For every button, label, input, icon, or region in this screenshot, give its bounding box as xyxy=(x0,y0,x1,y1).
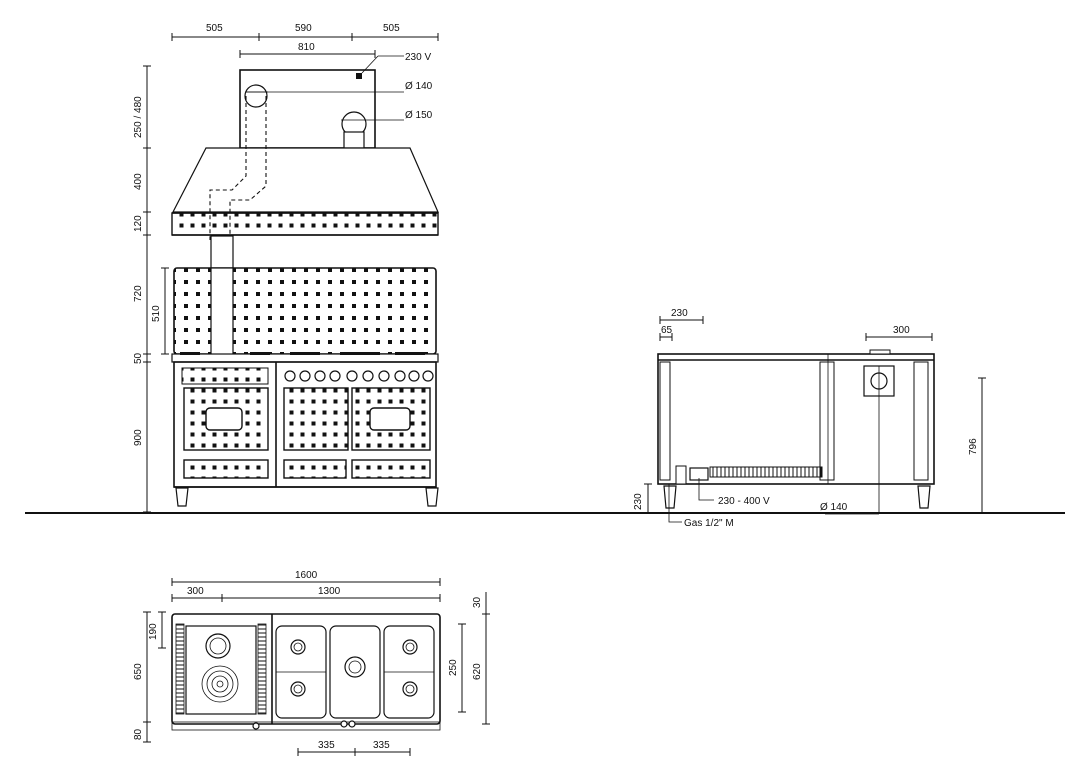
dim-label: 720 xyxy=(133,285,144,302)
stove-drawer xyxy=(183,459,269,479)
dim-plan-bottom: 335 335 xyxy=(297,740,411,756)
dim-label: 230 xyxy=(671,308,688,319)
plan-outline xyxy=(171,613,441,725)
foot-left xyxy=(175,487,189,507)
diameter-140-label: Ø 140 xyxy=(405,81,433,92)
gas-label: Gas 1/2" M xyxy=(684,518,734,529)
dim-plan-left: 190 650 80 xyxy=(133,611,166,743)
dim-label: 810 xyxy=(298,42,315,53)
duct-circle-140 xyxy=(244,84,268,108)
knob-row xyxy=(284,370,434,382)
dim-label: 650 xyxy=(133,663,144,680)
drawer-left xyxy=(283,459,347,479)
side-power-label: 230 - 400 V xyxy=(718,496,770,507)
burner-icon xyxy=(290,639,306,655)
flue-path xyxy=(209,96,247,240)
dim-label: 400 xyxy=(133,173,144,190)
vent-grille xyxy=(709,466,823,478)
burner-icon xyxy=(290,681,306,697)
plan-view: 1600 300 1300 xyxy=(133,570,490,756)
dim-label: 250 / 480 xyxy=(133,96,144,138)
dim-label: 30 xyxy=(472,596,483,608)
dim-plan-right: 30 620 250 xyxy=(448,592,490,725)
dim-hood-width: 810 xyxy=(239,42,376,58)
dim-label: 505 xyxy=(206,23,223,34)
dim-label: 65 xyxy=(661,325,673,336)
dim-label: 300 xyxy=(187,586,204,597)
power-label: 230 V xyxy=(405,52,431,63)
cooktop-rail xyxy=(171,353,439,363)
diameter-150-label: Ø 150 xyxy=(405,110,433,121)
power-socket-icon xyxy=(356,73,362,79)
dim-label: 250 xyxy=(448,659,459,676)
dim-side-top: 230 65 300 xyxy=(659,308,933,341)
drawer-right xyxy=(351,459,431,479)
hot-plate-rings-icon xyxy=(201,665,239,703)
dim-label: 230 xyxy=(633,493,644,510)
dim-label: 190 xyxy=(148,623,159,640)
dim-label: 505 xyxy=(383,23,400,34)
dim-label: 510 xyxy=(151,305,162,322)
dim-label: 300 xyxy=(893,325,910,336)
dim-label: 620 xyxy=(472,663,483,680)
side-elevation: 230 65 300 230 - 400 V xyxy=(633,308,986,529)
dim-top-widths: 505 590 505 xyxy=(171,23,439,41)
foot-right xyxy=(425,487,439,507)
stove-top-tile xyxy=(181,367,269,385)
dim-label: 900 xyxy=(133,429,144,446)
stove-lid-icon xyxy=(205,633,231,659)
burner-icon xyxy=(402,639,418,655)
dim-label: 1300 xyxy=(318,586,341,597)
dim-label: 590 xyxy=(295,23,312,34)
dim-vertical-left: 250 / 480 400 120 720 510 50 900 xyxy=(133,65,169,513)
hood-body xyxy=(172,147,439,213)
hood-tile-band xyxy=(171,212,439,236)
dim-label: 335 xyxy=(373,740,390,751)
dim-label: 1600 xyxy=(295,570,318,581)
dim-label: 50 xyxy=(133,352,144,364)
dim-label: 335 xyxy=(318,740,335,751)
oven-door-left xyxy=(283,387,349,451)
dim-label: 796 xyxy=(968,438,979,455)
burners xyxy=(290,639,418,697)
burner-icon xyxy=(402,681,418,697)
side-diameter-label: Ø 140 xyxy=(820,502,848,513)
front-elevation: 505 590 505 810 230 V Ø 140 Ø 150 xyxy=(133,23,439,513)
dim-label: 80 xyxy=(133,728,144,740)
dim-label: 120 xyxy=(133,215,144,232)
burner-icon xyxy=(344,656,366,678)
dim-plan-top: 1600 300 1300 xyxy=(171,570,441,602)
stove-plate-vents xyxy=(175,623,185,715)
